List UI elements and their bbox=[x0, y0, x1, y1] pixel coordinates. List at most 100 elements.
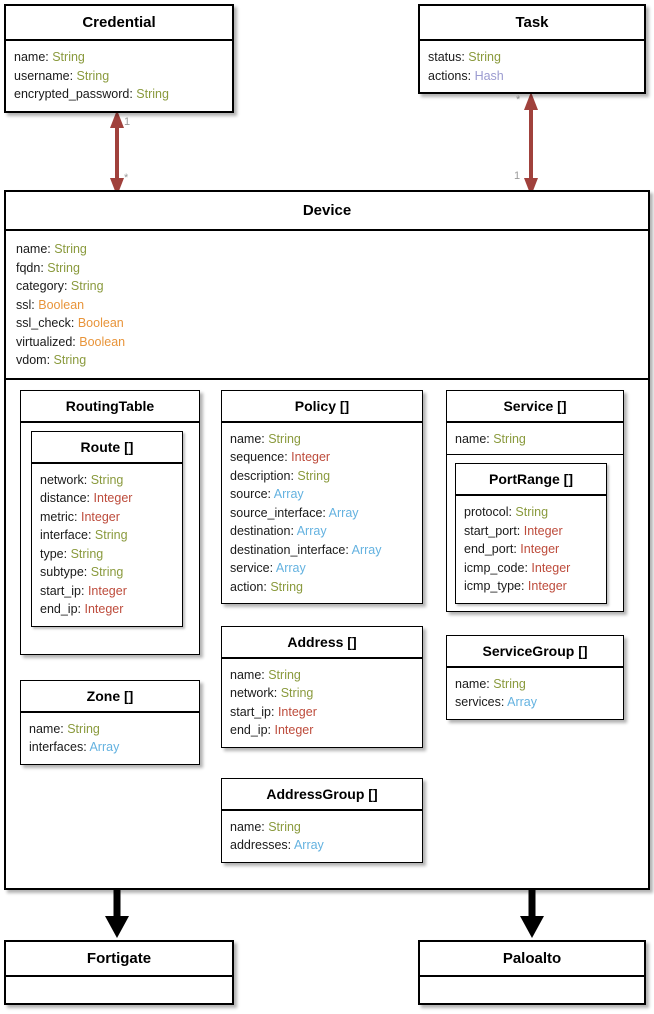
attribute-field: encrypted_password: bbox=[14, 87, 137, 101]
attribute-row: interfaces: Array bbox=[29, 738, 191, 757]
attribute-row: name: String bbox=[230, 666, 414, 685]
class-title-routingtable: RoutingTable bbox=[21, 391, 199, 423]
attribute-type: Array bbox=[273, 487, 304, 501]
attribute-field: ssl_check: bbox=[16, 316, 78, 330]
attribute-row: interface: String bbox=[40, 526, 174, 545]
attribute-field: subtype: bbox=[40, 565, 91, 579]
attribute-field: destination_interface: bbox=[230, 542, 352, 557]
class-attributes-service: name: String bbox=[447, 423, 623, 455]
attribute-field: name: bbox=[230, 819, 269, 834]
attribute-row: subtype: String bbox=[40, 563, 174, 582]
multiplicity-credential-1: 1 bbox=[124, 116, 131, 128]
attribute-field: name: bbox=[455, 431, 494, 446]
attribute-row: ssl: Boolean bbox=[16, 296, 638, 315]
attribute-type: String bbox=[90, 565, 124, 579]
attribute-row: name: String bbox=[455, 430, 615, 449]
attribute-field: end_port: bbox=[464, 542, 521, 556]
attribute-type: String bbox=[515, 505, 549, 519]
attribute-type: Array bbox=[507, 695, 537, 709]
attribute-field: network: bbox=[40, 472, 91, 487]
attribute-type: String bbox=[268, 667, 301, 682]
attribute-field: fqdn: bbox=[16, 260, 48, 275]
attribute-row: status: String bbox=[428, 48, 636, 67]
attribute-row: destination_interface: Array bbox=[230, 541, 414, 560]
attribute-type: String bbox=[280, 686, 314, 700]
attribute-field: category: bbox=[16, 279, 71, 293]
attribute-row: encrypted_password: String bbox=[14, 85, 224, 104]
attribute-row: services: Array bbox=[455, 693, 615, 712]
attribute-type: String bbox=[136, 87, 169, 101]
attribute-type: Integer bbox=[87, 583, 127, 598]
multiplicity-task-star: * bbox=[516, 94, 521, 106]
class-attributes-paloalto bbox=[420, 977, 644, 1003]
inheritance-device-paloalto bbox=[520, 888, 544, 938]
attribute-row: ssl_check: Boolean bbox=[16, 314, 638, 333]
class-box-fortigate[interactable]: Fortigate bbox=[4, 940, 234, 1005]
class-title-service: Service [] bbox=[447, 391, 623, 423]
attribute-field: interfaces: bbox=[29, 740, 90, 754]
attribute-type: Integer bbox=[531, 560, 571, 575]
class-box-paloalto[interactable]: Paloalto bbox=[418, 940, 646, 1005]
attribute-row: type: String bbox=[40, 545, 174, 564]
attribute-field: icmp_code: bbox=[464, 560, 532, 575]
attribute-type: String bbox=[70, 546, 104, 561]
attribute-row: network: String bbox=[40, 471, 174, 490]
attribute-type: String bbox=[493, 431, 526, 446]
attribute-row: start_port: Integer bbox=[464, 522, 598, 541]
attribute-field: end_ip: bbox=[40, 602, 85, 616]
attribute-type: Integer bbox=[93, 491, 133, 505]
association-task-device bbox=[524, 92, 538, 196]
attribute-row: name: String bbox=[230, 430, 414, 449]
attribute-type: Array bbox=[328, 505, 359, 520]
attribute-field: name: bbox=[455, 676, 494, 691]
attribute-type: Boolean bbox=[79, 334, 126, 349]
attribute-field: name: bbox=[16, 242, 55, 256]
attribute-field: type: bbox=[40, 546, 71, 561]
attribute-field: action: bbox=[230, 579, 271, 594]
attribute-type: String bbox=[268, 819, 301, 834]
class-attributes-fortigate bbox=[6, 977, 232, 1003]
attribute-type: Integer bbox=[80, 509, 120, 524]
attribute-field: name: bbox=[29, 721, 68, 736]
attribute-type: String bbox=[268, 431, 301, 446]
class-box-service[interactable]: Service [] name: String PortRange [] pro… bbox=[446, 389, 624, 612]
attribute-type: Array bbox=[293, 838, 324, 852]
attribute-type: Array bbox=[275, 561, 306, 575]
multiplicity-device-1-right: 1 bbox=[514, 170, 521, 182]
attribute-row: vdom: String bbox=[16, 351, 638, 370]
attribute-type: Array bbox=[296, 524, 327, 538]
attribute-type: String bbox=[90, 472, 124, 487]
attribute-row: metric: Integer bbox=[40, 508, 174, 527]
attribute-type: String bbox=[53, 353, 87, 367]
attribute-row: distance: Integer bbox=[40, 489, 174, 508]
attribute-row: destination: Array bbox=[230, 522, 414, 541]
attribute-row: start_ip: Integer bbox=[230, 703, 414, 722]
attribute-row: sequence: Integer bbox=[230, 448, 414, 467]
attribute-row: end_ip: Integer bbox=[40, 600, 174, 619]
inheritance-device-fortigate bbox=[105, 888, 129, 938]
attribute-field: start_ip: bbox=[230, 704, 278, 719]
attribute-field: network: bbox=[230, 686, 281, 700]
attribute-row: fqdn: String bbox=[16, 259, 638, 278]
attribute-type: String bbox=[54, 242, 87, 256]
attribute-row: start_ip: Integer bbox=[40, 582, 174, 601]
